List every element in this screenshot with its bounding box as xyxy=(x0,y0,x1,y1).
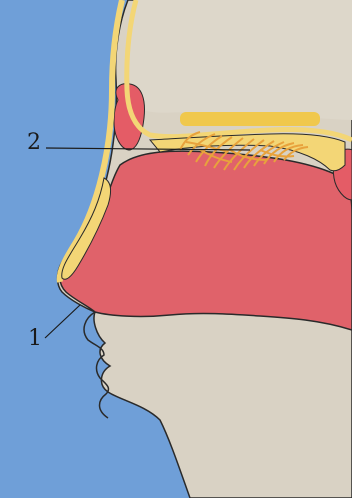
label-2: 2 xyxy=(27,130,41,155)
brain-region xyxy=(128,0,352,120)
label-1: 1 xyxy=(28,326,42,351)
olfactory-bulb xyxy=(180,112,320,126)
